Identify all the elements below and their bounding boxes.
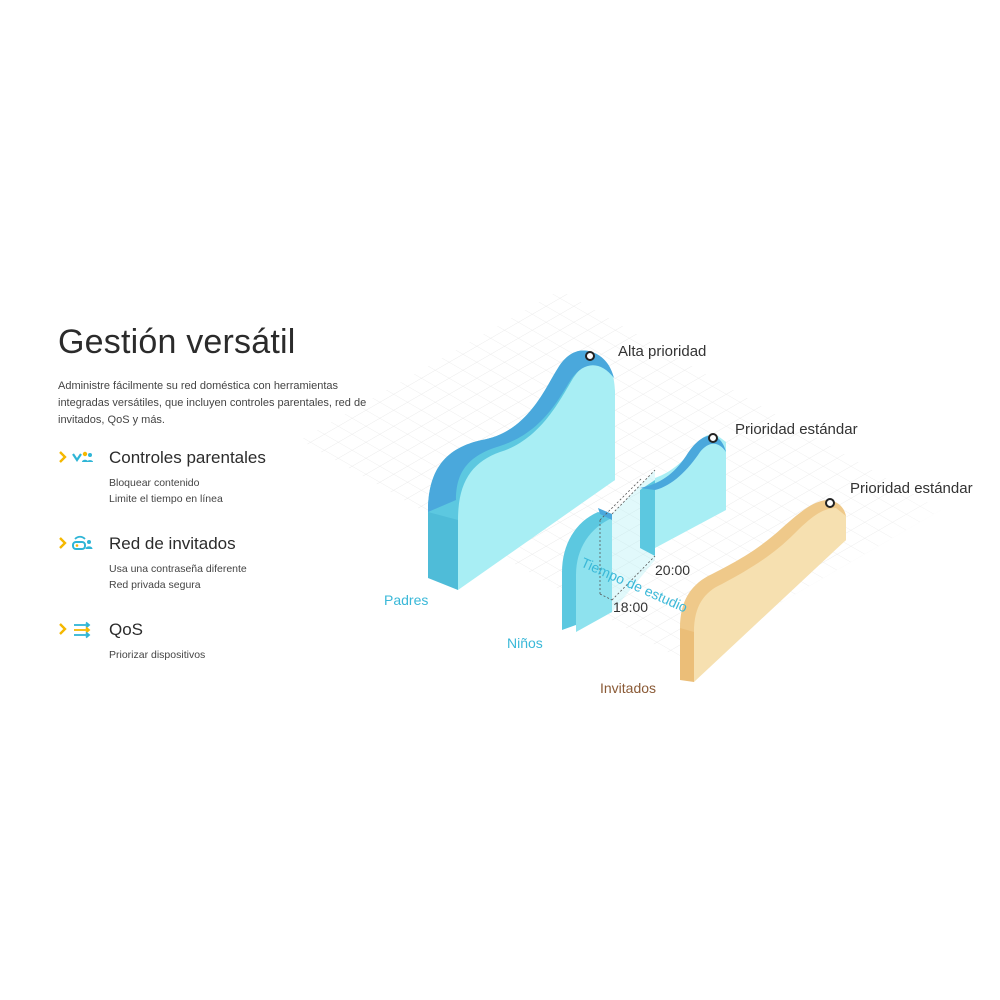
parents-priority-label: Alta prioridad [618,343,706,360]
kids-wave [562,433,726,632]
chevron-right-icon [59,451,67,463]
feature-detail: Limite el tiempo en línea [109,493,223,505]
parental-controls-icon [72,451,93,462]
chevron-right-icon [59,537,67,549]
time-end-label: 20:00 [655,562,690,578]
parents-wave [428,350,615,590]
parents-marker [585,351,595,361]
kids-priority-label: Prioridad estándar [735,421,858,438]
guests-group-label: Invitados [600,680,656,696]
feature-qos: QoS Priorizar dispositivos [58,619,378,669]
feature-detail: Red privada segura [109,579,201,591]
guest-network-icon [72,535,93,550]
feature-detail: Usa una contraseña diferente [109,563,247,575]
feature-title: QoS [109,620,144,639]
parents-group-label: Padres [384,592,428,608]
intro-text: Administre fácilmente su red doméstica c… [58,380,367,426]
kids-marker [708,433,718,443]
page-title: Gestión versátil [58,323,296,361]
guests-priority-label: Prioridad estándar [850,480,973,497]
feature-panel: Gestión versátil Administre fácilmente s… [58,320,378,669]
feature-title: Red de invitados [109,534,236,553]
feature-title: Controles parentales [109,448,266,467]
qos-icon [74,621,91,639]
guests-wave [680,498,846,682]
feature-detail: Bloquear contenido [109,477,200,489]
kids-group-label: Niños [507,635,543,651]
chevron-right-icon [59,623,67,635]
feature-parental-controls: Controles parentales Bloquear contenido … [58,447,378,517]
feature-guest-network: Red de invitados Usa una contraseña dife… [58,533,378,603]
guests-marker [825,498,835,508]
feature-detail: Priorizar dispositivos [109,649,206,661]
time-start-label: 18:00 [613,599,648,615]
